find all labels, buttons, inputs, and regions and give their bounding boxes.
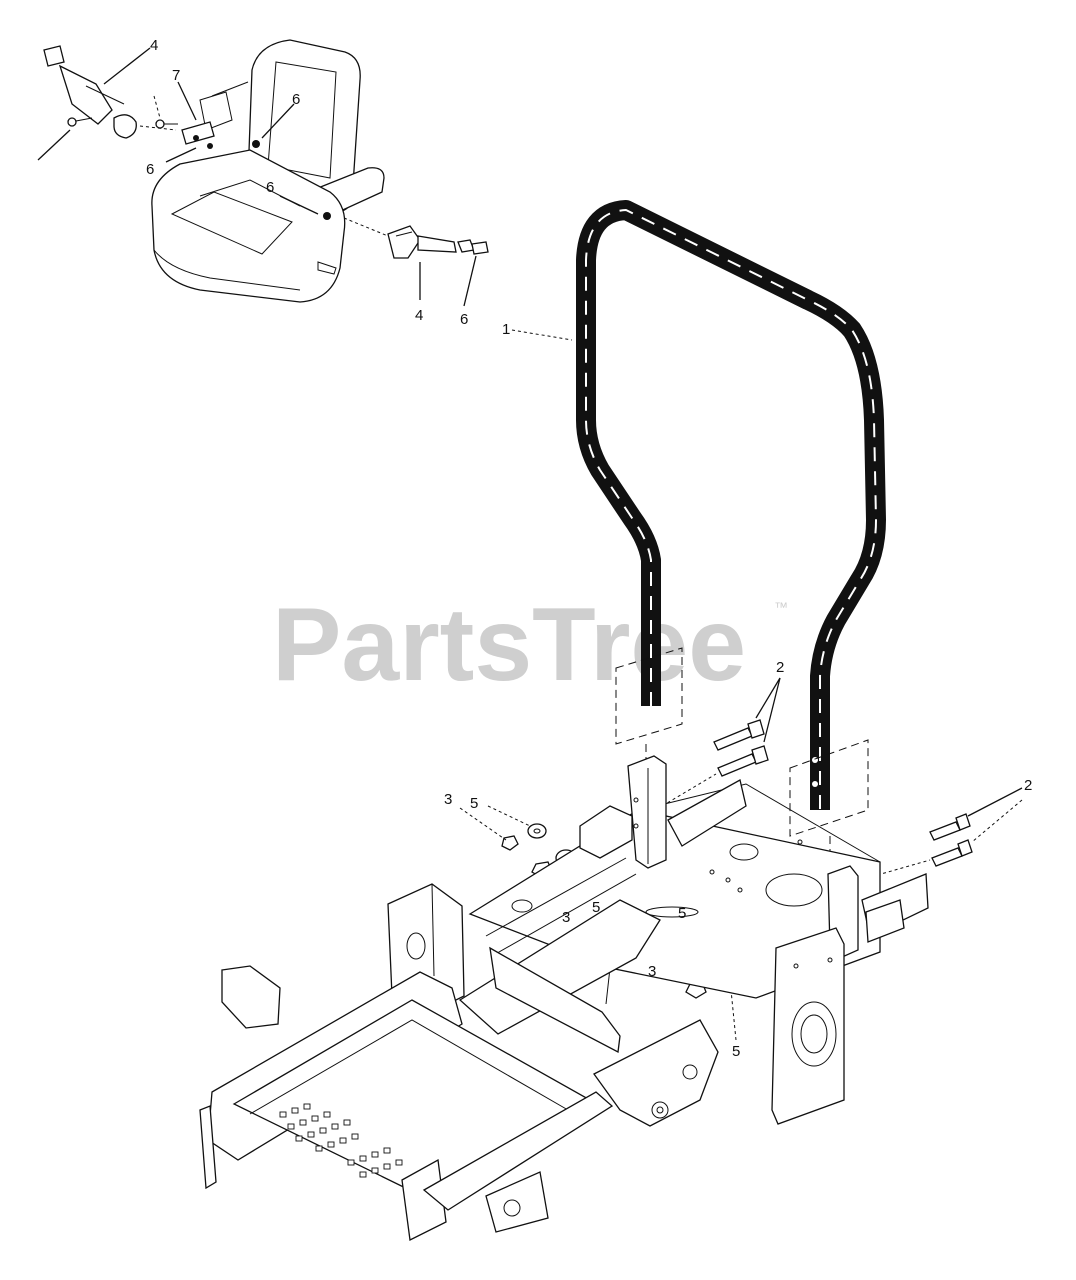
seat-switch-lower [387, 225, 489, 259]
watermark-text: PartsTree [272, 587, 746, 703]
seat-leaders [37, 47, 477, 307]
seat-hardware [67, 117, 331, 220]
floor-perforations [279, 1103, 403, 1178]
callout-6-lower: 6 [460, 311, 468, 328]
callout-3-a: 3 [444, 791, 452, 808]
mounting-bolts [651, 677, 1023, 881]
callout-labels: 4 7 6 6 6 4 6 1 2 2 5 3 3 5 5 3 5 [146, 37, 1032, 1060]
callout-2-left: 2 [776, 659, 784, 676]
callout-5-c: 5 [678, 905, 686, 922]
callout-3-b: 3 [562, 909, 570, 926]
callout-1: 1 [502, 321, 510, 338]
watermark-trademark: ™ [774, 599, 788, 615]
callout-5-b: 5 [592, 899, 600, 916]
callout-5-d: 5 [732, 1043, 740, 1060]
callout-4-lower: 4 [415, 307, 423, 324]
callout-6-left: 6 [146, 161, 154, 178]
callout-2-right: 2 [1024, 777, 1032, 794]
callout-3-c: 3 [648, 963, 656, 980]
seat-assembly [151, 39, 385, 303]
roll-over-bar [511, 200, 886, 810]
seat-switch-upper [43, 45, 137, 139]
mower-frame [199, 755, 929, 1241]
callout-6-mid: 6 [266, 179, 274, 196]
callout-7: 7 [172, 67, 180, 84]
callout-4-upper: 4 [150, 37, 158, 54]
callout-5-a: 5 [470, 795, 478, 812]
watermark: PartsTree ™ [272, 587, 788, 703]
callout-6-upper: 6 [292, 91, 300, 108]
